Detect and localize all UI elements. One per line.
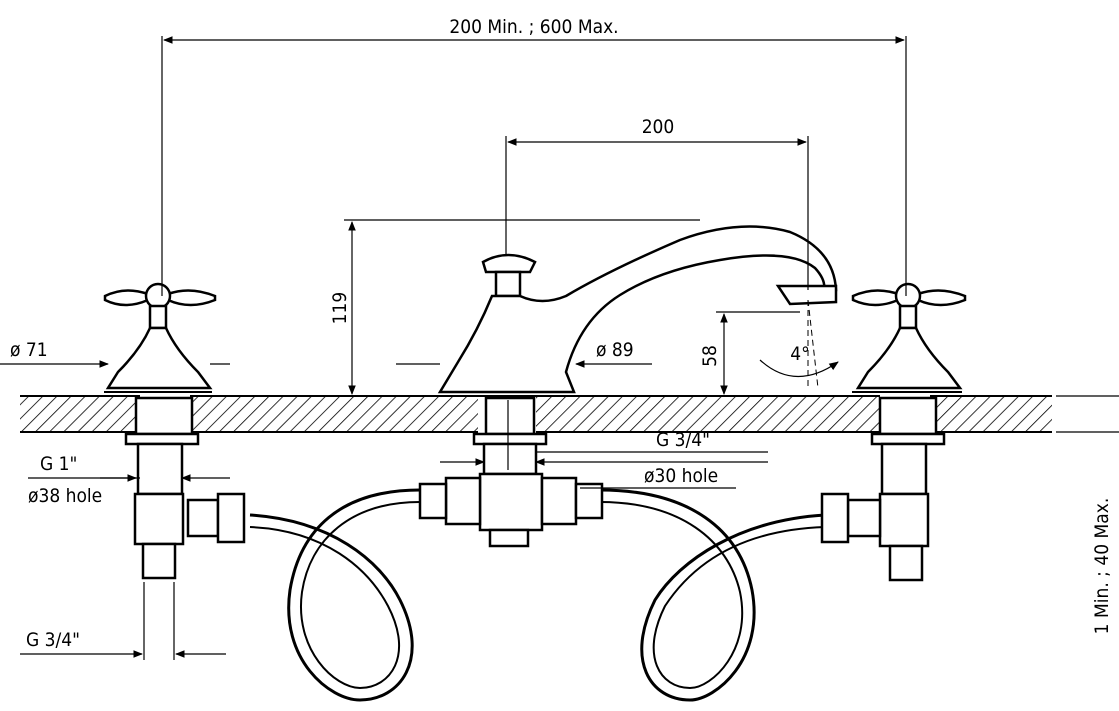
spout <box>418 225 838 548</box>
dimension-deck-thickness: 1 Min. ; 40 Max. <box>1091 498 1113 635</box>
dimension-valve-thread: G 1" <box>40 453 77 475</box>
dimension-valve-hole: ø38 hole <box>28 485 102 507</box>
handle-left <box>103 282 246 580</box>
handle-right <box>820 282 967 582</box>
dimension-angle: 4° <box>790 343 809 365</box>
dimension-spout-thread: G 3/4" <box>656 429 710 451</box>
dimension-spout-hole: ø30 hole <box>644 465 718 487</box>
dimension-lines <box>0 36 1119 660</box>
dimension-spout-base-diameter: ø 89 <box>596 339 634 361</box>
dimension-outlet-thread: G 3/4" <box>26 629 80 651</box>
dimension-spout-height: 119 <box>329 292 351 325</box>
dimension-spout-reach: 200 <box>642 116 675 138</box>
hose-right <box>599 488 826 702</box>
dimension-overall-width: 200 Min. ; 600 Max. <box>449 16 618 38</box>
hose-left <box>249 488 421 702</box>
dimension-handle-base-diameter: ø 71 <box>10 339 48 361</box>
dimension-outlet-height: 58 <box>699 345 721 367</box>
